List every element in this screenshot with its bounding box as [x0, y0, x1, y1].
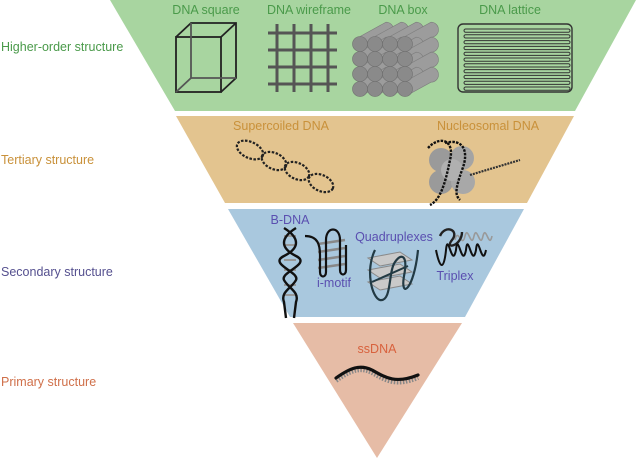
dna-lattice-strand — [463, 40, 571, 45]
dna-lattice-illustration — [457, 23, 573, 93]
label-dna-wireframe: DNA wireframe — [267, 3, 351, 17]
dna-lattice-strand — [463, 74, 571, 80]
dna-wireframe-illustration — [268, 24, 337, 92]
label-quadruplexes: Quadruplexes — [355, 230, 433, 244]
dna-lattice-strand — [463, 80, 571, 85]
label-ssdna: ssDNA — [358, 342, 398, 356]
dna-lattice-strand — [463, 34, 571, 39]
dna-lattice-strand — [463, 51, 571, 56]
band-primary — [293, 323, 462, 458]
label-dna-box: DNA box — [378, 3, 428, 17]
label-nucleosomal-dna: Nucleosomal DNA — [437, 119, 540, 133]
dna-box-cylinder-end — [367, 66, 383, 82]
dna-box-cylinder-end — [367, 81, 383, 97]
dna-box-illustration — [352, 21, 439, 98]
dna-box-cylinder-end — [382, 36, 398, 52]
dna-lattice-border — [457, 23, 573, 93]
dna-box-cylinder-end — [382, 81, 398, 97]
triplex-illustration — [435, 228, 493, 266]
dna-box-cylinder-end — [352, 66, 368, 82]
dna-lattice-strand — [463, 86, 571, 91]
ssdna-illustration — [334, 365, 420, 385]
level-label-secondary: Secondary structure — [1, 265, 113, 279]
dna-box-cylinder-end — [397, 51, 413, 67]
dna-box-cylinder-end — [367, 51, 383, 67]
label-supercoiled-dna: Supercoiled DNA — [233, 119, 330, 133]
level-label-primary: Primary structure — [1, 375, 97, 389]
dna-lattice-strand — [463, 63, 571, 68]
dna-square-illustration — [175, 22, 237, 93]
supercoiled-dna-illustration — [235, 139, 335, 194]
quadruplexes-illustration — [366, 249, 420, 302]
dna-lattice-strand — [463, 69, 571, 74]
dna-box-cylinder-end — [397, 66, 413, 82]
dna-box-cylinder-end — [367, 36, 383, 52]
dna-box-cylinder-end — [397, 81, 413, 97]
dna-box-cylinder-end — [397, 36, 413, 52]
label-i-motif: i-motif — [317, 276, 352, 290]
dna-box-cylinder — [404, 66, 439, 98]
label-triplex: Triplex — [436, 269, 474, 283]
dna-box-cylinder-end — [352, 36, 368, 52]
dna-lattice-strand — [463, 45, 571, 51]
nucleosomal-dna-illustration — [427, 139, 521, 207]
dna-box-cylinder-end — [382, 66, 398, 82]
level-label-tertiary: Tertiary structure — [1, 153, 95, 167]
label-b-dna: B-DNA — [271, 213, 311, 227]
label-dna-lattice: DNA lattice — [479, 3, 541, 17]
dna-box-cylinder-end — [352, 81, 368, 97]
dna-lattice-strand — [463, 28, 571, 33]
i-motif-illustration — [304, 228, 348, 278]
b-dna-illustration — [278, 226, 302, 319]
label-dna-square: DNA square — [172, 3, 239, 17]
level-label-higher-order: Higher-order structure — [1, 40, 124, 54]
dna-lattice-strand — [463, 57, 571, 62]
dna-box-cylinder-end — [352, 51, 368, 67]
dna-box-cylinder-end — [382, 51, 398, 67]
